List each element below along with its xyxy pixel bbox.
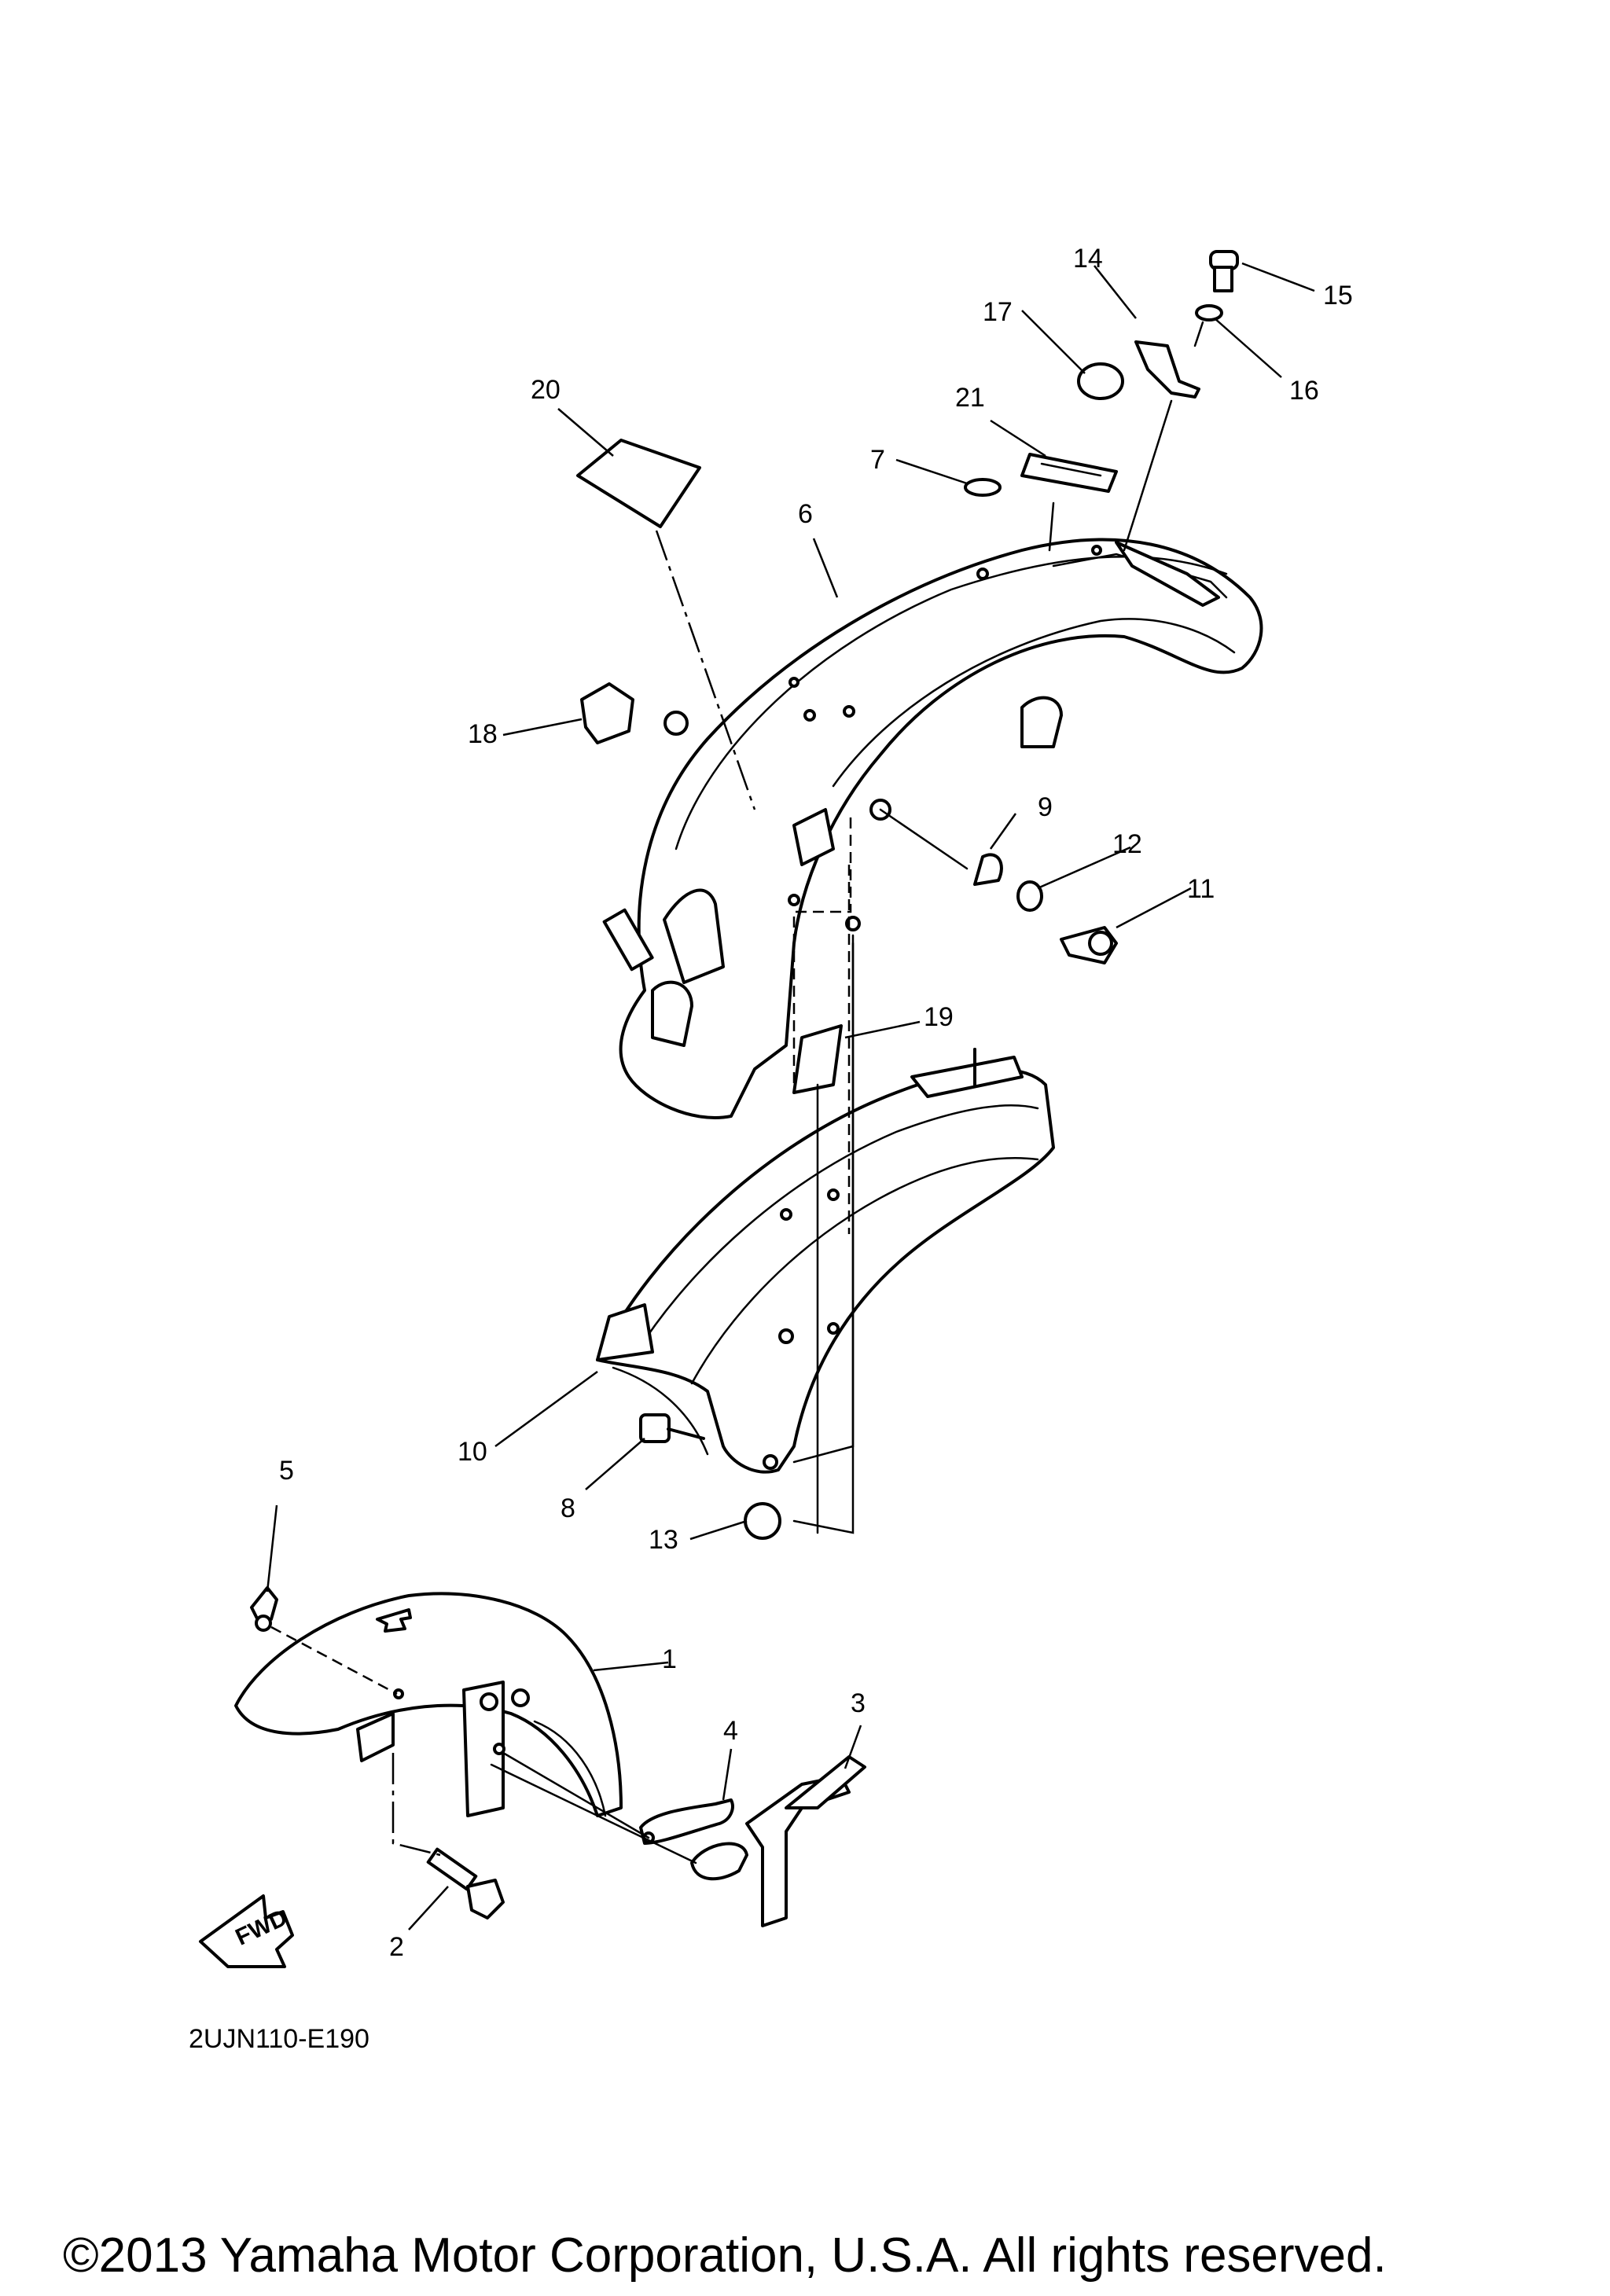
emblem-21: [1020, 453, 1118, 493]
callout-10: 10: [458, 1437, 487, 1467]
pad-19: [792, 1024, 843, 1094]
bolt-2: [426, 1847, 505, 1919]
callout-2: 2: [389, 1932, 404, 1962]
nut-13: [744, 1502, 781, 1540]
callout-14: 14: [1073, 244, 1103, 274]
callout-5: 5: [279, 1456, 294, 1486]
cap-17: [1077, 362, 1124, 400]
front-fender: [234, 1592, 623, 1817]
clamp-4: [639, 1798, 734, 1845]
bracket-3: [690, 1755, 866, 1927]
callout-8: 8: [561, 1493, 575, 1523]
inner-fender: [596, 1048, 1055, 1474]
callout-19: 19: [924, 1002, 954, 1032]
callout-9: 9: [1038, 792, 1053, 822]
label-20: [576, 439, 701, 528]
callout-17: 17: [983, 297, 1013, 327]
callout-7: 7: [870, 445, 885, 475]
callout-18: 18: [468, 719, 498, 749]
bracket-14: [1134, 340, 1200, 399]
callout-13: 13: [649, 1525, 678, 1555]
callout-20: 20: [531, 375, 561, 405]
fwd-arrow-icon: FWD: [199, 1894, 294, 1968]
bolt-15: [1209, 250, 1239, 292]
copyright-notice: ©2013 Yamaha Motor Corporation, U.S.A. A…: [63, 2228, 1387, 2283]
callout-21: 21: [955, 383, 985, 413]
grommet-18: [580, 682, 634, 744]
small-parts: [250, 250, 1239, 1927]
callout-4: 4: [723, 1716, 738, 1746]
screw-11: [1060, 926, 1118, 964]
washer-12: [1016, 880, 1043, 912]
callout-1: 1: [662, 1644, 677, 1674]
callout-3: 3: [851, 1688, 866, 1718]
spacer-9: [973, 853, 1003, 886]
callout-15: 15: [1323, 281, 1353, 310]
callout-11: 11: [1187, 874, 1215, 904]
diagram-code: 2UJN110-E190: [189, 2024, 369, 2054]
washer-16: [1195, 304, 1223, 321]
callouts: 1 2 3 4 5 6 7 8 9 10 11 12 13 14 15 16 1…: [279, 244, 1353, 1962]
bolt-8: [639, 1413, 705, 1443]
callout-6: 6: [798, 499, 813, 529]
callout-12: 12: [1112, 829, 1142, 859]
callout-16: 16: [1289, 376, 1319, 406]
washer-7: [964, 478, 1002, 497]
rear-fender: [602, 538, 1263, 1119]
leader-lines: [266, 262, 1315, 1930]
assembly-lines: [270, 321, 1204, 1864]
